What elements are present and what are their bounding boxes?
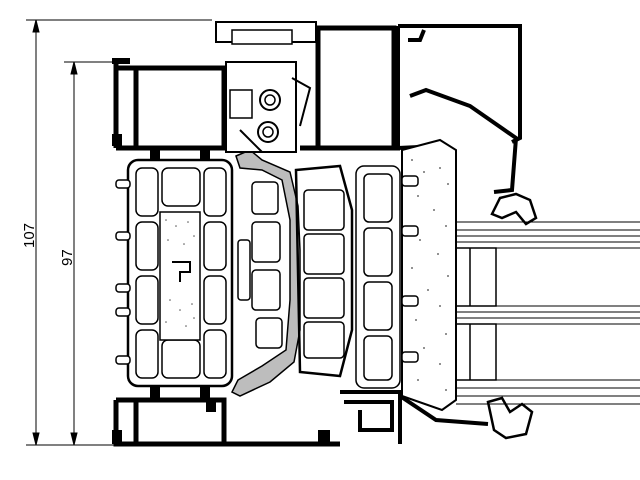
insulation-foam-left xyxy=(159,211,201,341)
glazing-spacers xyxy=(455,247,497,381)
dimension-97 xyxy=(64,61,122,446)
dimension-97-label: 97 xyxy=(59,249,76,266)
dimension-107 xyxy=(26,19,212,446)
thermal-break-fins xyxy=(115,179,131,365)
sash-right-cells xyxy=(355,165,401,389)
insulation-foam-right xyxy=(401,138,457,412)
sash-thermal-insert xyxy=(230,149,301,397)
glazing-gasket-top xyxy=(490,192,538,226)
hardware-mechanism xyxy=(215,21,317,153)
sash-upper-chamber xyxy=(300,25,400,151)
dimension-107-label: 107 xyxy=(21,223,38,248)
frame-clips xyxy=(112,58,330,444)
thermal-break-left-chambers xyxy=(135,167,227,379)
sash-main-cells xyxy=(303,189,345,359)
glazing-gasket-bottom xyxy=(486,396,534,440)
sash-main-profile xyxy=(294,164,354,378)
sash-lower-frame xyxy=(340,390,489,444)
sash-thermal-cells xyxy=(237,181,283,349)
sash-right-fins xyxy=(401,175,419,363)
glazing-unit xyxy=(456,221,640,405)
